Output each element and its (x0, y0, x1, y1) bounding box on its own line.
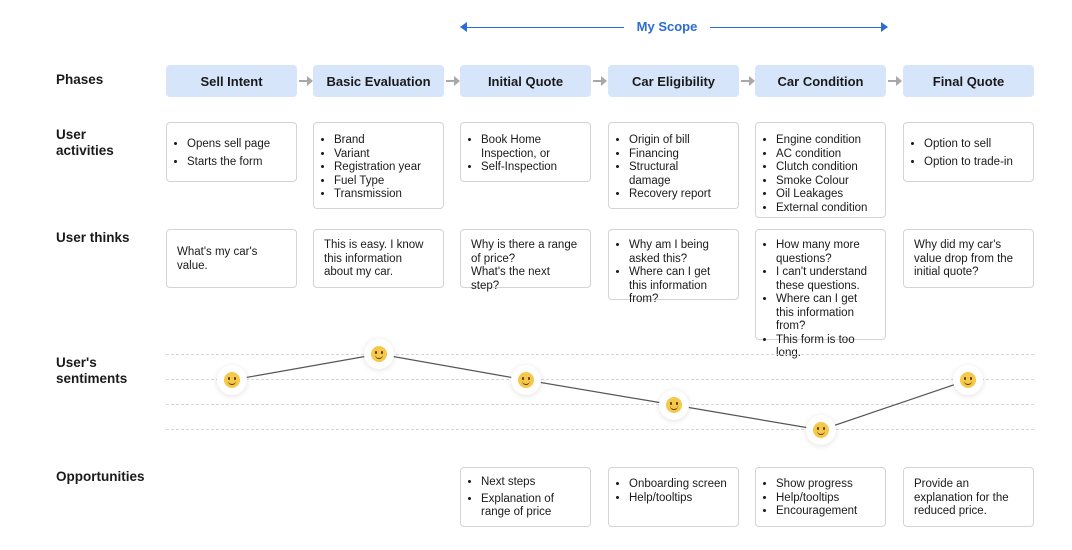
grid-line (166, 429, 1034, 430)
thinks-card-basic-evaluation: This is easy. I know this information ab… (313, 229, 444, 288)
arrow-right-icon (741, 75, 755, 87)
list-item: Smoke Colour (776, 175, 885, 189)
thought-text: Why did my car's value drop from the ini… (914, 239, 1014, 278)
opportunity-card-initial-quote: Next steps Explanation of range of price (460, 467, 591, 527)
list-item: Financing (629, 148, 714, 162)
list-item: Book Home Inspection, or (481, 134, 582, 161)
row-label-thinks: User thinks (56, 230, 130, 245)
list-item: How many more questions? (776, 239, 875, 266)
list-item: Brand (334, 134, 443, 148)
sleepy-icon (659, 390, 689, 420)
emoji-face (224, 372, 240, 388)
opportunity-text: Provide an explanation for the reduced p… (914, 478, 1009, 517)
grid-line (166, 379, 1034, 380)
emoji-face (813, 422, 829, 438)
opportunity-card-final-quote: Provide an explanation for the reduced p… (903, 467, 1034, 527)
emoji-face (518, 372, 534, 388)
list-item: Help/tooltips (629, 492, 728, 506)
phase-car-condition: Car Condition (755, 65, 886, 97)
activity-card-initial-quote: Book Home Inspection, or Self-Inspection (460, 122, 591, 182)
phase-sell-intent: Sell Intent (166, 65, 297, 97)
grid-line (166, 354, 1034, 355)
list-item: Where can I get this information from? (629, 266, 730, 307)
arrow-right-icon (593, 75, 607, 87)
thought-text: This is easy. I know this information ab… (324, 239, 424, 278)
thought-text: What's my car's value. (177, 246, 258, 272)
row-label-activities: User activities (56, 127, 114, 158)
list-item: Oil Leakages (776, 188, 885, 202)
activity-card-final-quote: Option to sell Option to trade-in (903, 122, 1034, 182)
activity-card-car-condition: Engine condition AC condition Clutch con… (755, 122, 886, 218)
list-item: Opens sell page (187, 138, 296, 152)
emoji-face (371, 346, 387, 362)
list-item: External condition (776, 202, 885, 216)
list-item: Self-Inspection (481, 161, 582, 175)
list-item: Fuel Type (334, 175, 443, 189)
list-item: Clutch condition (776, 161, 885, 175)
list-item: Explanation of range of price (481, 493, 580, 520)
grinning-icon (364, 339, 394, 369)
list-item: Why am I being asked this? (629, 239, 730, 266)
thinks-card-sell-intent: What's my car's value. (166, 229, 297, 288)
activity-card-sell-intent: Opens sell page Starts the form (166, 122, 297, 182)
arrow-right-icon (299, 75, 313, 87)
activity-card-basic-evaluation: Brand Variant Registration year Fuel Typ… (313, 122, 444, 209)
list-item: Variant (334, 148, 443, 162)
list-item: Registration year (334, 161, 443, 175)
phase-initial-quote: Initial Quote (460, 65, 591, 97)
list-item: Encouragement (776, 505, 885, 519)
slightly-smiling-icon (511, 365, 541, 395)
scope-indicator: My Scope (460, 18, 888, 38)
opportunity-card-car-condition: Show progress Help/tooltips Encouragemen… (755, 467, 886, 527)
grid-line (166, 404, 1034, 405)
list-item: Origin of bill (629, 134, 714, 148)
arrow-right-icon (888, 75, 902, 87)
list-item: Recovery report (629, 188, 714, 202)
emoji-face (666, 397, 682, 413)
thinks-card-initial-quote: Why is there a range of price? What's th… (460, 229, 591, 292)
list-item: Help/tooltips (776, 492, 885, 506)
phase-car-eligibility: Car Eligibility (608, 65, 739, 97)
list-item: Transmission (334, 188, 443, 202)
list-item: Onboarding screen (629, 478, 728, 492)
thinks-card-final-quote: Why did my car's value drop from the ini… (903, 229, 1034, 288)
list-item: Next steps (481, 476, 580, 490)
list-item: Option to sell (924, 138, 1033, 152)
arrow-right-icon (881, 22, 888, 32)
list-item: I can't understand these questions. (776, 266, 875, 293)
list-item: Starts the form (187, 156, 296, 170)
list-item: This form is too long. (776, 334, 875, 361)
row-label-opportunities: Opportunities (56, 469, 145, 484)
arrow-left-icon (460, 22, 467, 32)
list-item: Option to trade-in (924, 156, 1033, 170)
list-item: AC condition (776, 148, 885, 162)
emoji-face (960, 372, 976, 388)
scope-label: My Scope (636, 19, 698, 34)
thinks-card-car-condition: How many more questions? I can't underst… (755, 229, 886, 359)
list-item: Structural damage (629, 161, 714, 188)
row-label-sentiments: User's sentiments (56, 355, 128, 386)
opportunity-card-car-eligibility: Onboarding screen Help/tooltips (608, 467, 739, 527)
thinks-card-car-eligibility: Why am I being asked this? Where can I g… (608, 229, 739, 305)
row-label-phases: Phases (56, 72, 104, 87)
phase-final-quote: Final Quote (903, 65, 1034, 97)
relieved-icon (217, 365, 247, 395)
list-item: Where can I get this information from? (776, 293, 875, 334)
activity-card-car-eligibility: Origin of bill Financing Structural dama… (608, 122, 739, 209)
frustrated-icon (806, 415, 836, 445)
arrow-right-icon (446, 75, 460, 87)
thought-text: Why is there a range of price? What's th… (471, 239, 578, 292)
smiling-icon (953, 365, 983, 395)
list-item: Show progress (776, 478, 885, 492)
list-item: Engine condition (776, 134, 885, 148)
phase-basic-evaluation: Basic Evaluation (313, 65, 444, 97)
